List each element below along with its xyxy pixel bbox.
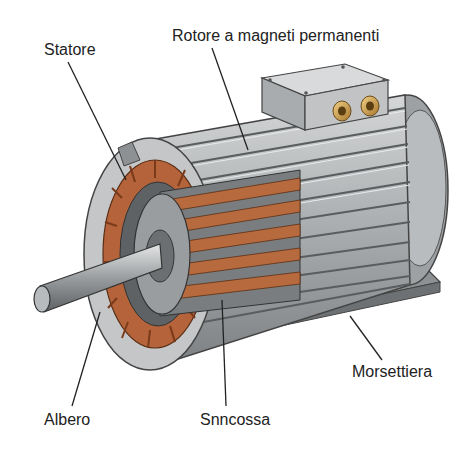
part-label: Morsettiera: [352, 362, 432, 381]
part-label: Snncossa: [200, 410, 270, 429]
part-label: Albero: [44, 410, 90, 429]
part-label: Rotore a magneti permanenti: [172, 26, 379, 45]
leader-lines: [68, 48, 382, 406]
part-label: Statore: [44, 40, 96, 59]
